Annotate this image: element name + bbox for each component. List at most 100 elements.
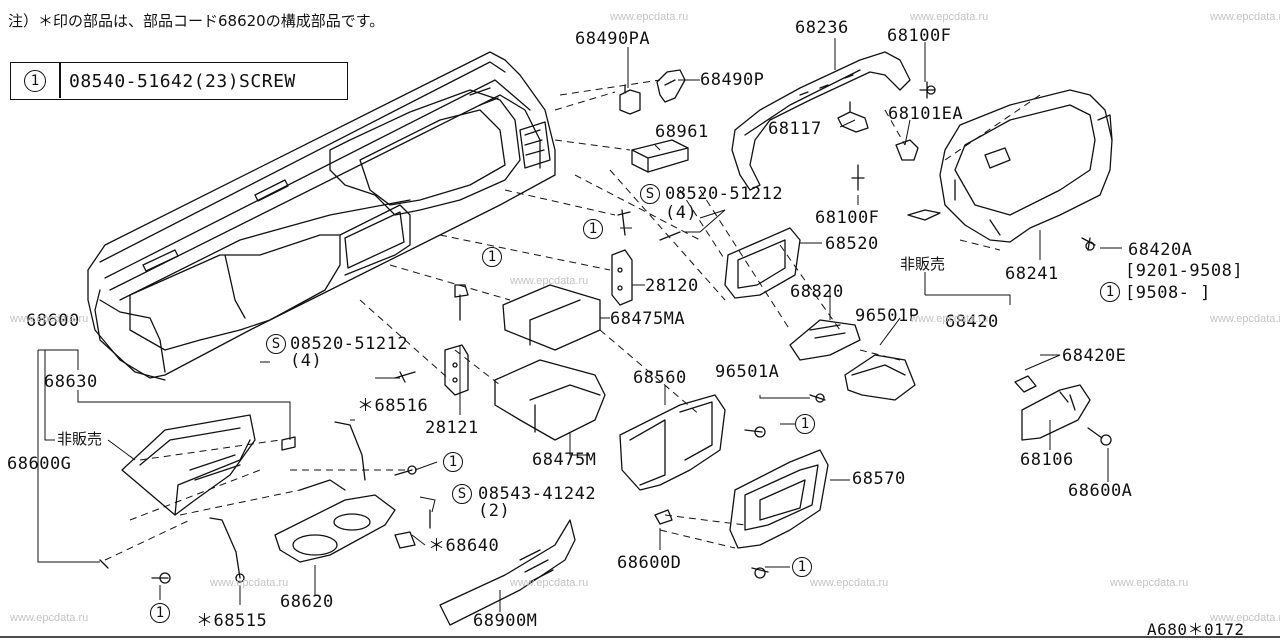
s-symbol-low: S [452, 484, 472, 504]
label-68420A: 68420A [1128, 240, 1193, 260]
instrument-panel-pad [87, 51, 556, 381]
label-68490P: 68490P [700, 70, 765, 90]
label-68600G: 68600G [7, 454, 72, 474]
label-68117: 68117 [768, 119, 822, 139]
circle-1-d: 1 [443, 452, 463, 472]
label-68570: 68570 [852, 469, 906, 489]
bracket-68117 [837, 101, 869, 133]
screw-68560 [744, 426, 766, 438]
label-68475MA: 68475MA [610, 309, 686, 329]
watermark: www.epcdata.ru [10, 313, 89, 325]
box-68475M [494, 359, 606, 441]
label-68236: 68236 [795, 18, 849, 38]
label-28120: 28120 [645, 276, 699, 296]
watermark: www.epcdata.ru [610, 11, 689, 23]
lid-68620 [274, 479, 396, 563]
label-68600D: 68600D [617, 553, 682, 573]
label-68820: 68820 [790, 282, 844, 302]
watermark: www.epcdata.ru [910, 11, 989, 23]
label-qty-4-top: (4) [665, 203, 698, 223]
screw-glovebox [99, 559, 171, 584]
label-qty-2: (2) [478, 501, 511, 521]
watermark: www.epcdata.ru [210, 577, 289, 589]
strap-68516 [334, 421, 366, 481]
clip-68490PA [619, 84, 641, 115]
watermark: www.epcdata.ru [510, 275, 589, 287]
label-28121: 28121 [425, 418, 479, 438]
strap-68515 [209, 517, 245, 583]
label-08520-mid: 08520-51212 [290, 334, 409, 354]
label-non-sale-right: 非販売 [900, 255, 946, 273]
label-08543: 08543-41242 [478, 484, 597, 504]
label-68630: 68630 [44, 372, 98, 392]
clip-68600D [654, 509, 673, 525]
screw-top [617, 209, 681, 241]
screw-68640 [394, 509, 431, 549]
note-text: 注）＊印の部品は、部品コード68620の構成部品です。 [8, 12, 385, 30]
watermark: www.epcdata.ru [1210, 313, 1280, 325]
label-68600: 68600 [26, 311, 80, 331]
bracket-28121 [444, 344, 469, 396]
screw-68100F-bot [851, 164, 865, 191]
s-symbol-top: S [640, 184, 660, 204]
label-68516: ＊68516 [357, 396, 429, 416]
legend-divider [59, 63, 61, 98]
circle-1-c: 1 [795, 414, 815, 434]
label-68600A: 68600A [1068, 481, 1133, 501]
leader-lines [37, 38, 1122, 612]
label-68241: 68241 [1005, 264, 1059, 284]
finisher-68236 [731, 51, 911, 191]
watermark: www.epcdata.ru [1110, 577, 1189, 589]
screw-96501A [809, 393, 826, 403]
clip-68101EA [895, 139, 919, 161]
box-68475MA [502, 284, 601, 351]
label-68100F-bot: 68100F [815, 208, 880, 228]
label-68106: 68106 [1020, 450, 1074, 470]
footer-code: A680＊0172 [1147, 620, 1245, 639]
watermark: www.epcdata.ru [810, 577, 889, 589]
watermark: www.epcdata.ru [910, 313, 989, 325]
glove-box-68600 [121, 414, 256, 516]
circle-1-range: 1 [1100, 282, 1120, 302]
watermark: www.epcdata.ru [10, 612, 89, 624]
label-68515: ＊68515 [196, 611, 268, 631]
label-68101EA: 68101EA [888, 104, 964, 124]
legend-box: 1 08540-51642(23)SCREW [10, 62, 348, 100]
label-96501A: 96501A [715, 362, 780, 382]
label-non-sale-left: 非販売 [57, 430, 103, 448]
circle-1-b: 1 [482, 247, 502, 267]
circle-1-a: 1 [583, 219, 603, 239]
label-68420: 68420 [945, 312, 999, 332]
watermark: www.epcdata.ru [1210, 612, 1280, 624]
legend-text: 08540-51642(23)SCREW [69, 71, 296, 92]
label-range-9201-9508: [9201-9508] [1125, 261, 1244, 281]
label-68100F-top: 68100F [887, 26, 952, 46]
switch-68106 [1021, 384, 1091, 441]
legend-symbol: 1 [24, 70, 46, 92]
box-68961 [631, 139, 689, 173]
box-96501P [844, 354, 916, 401]
watermark: www.epcdata.ru [1210, 11, 1280, 23]
label-68490PA: 68490PA [575, 29, 651, 49]
label-68900M: 68900M [473, 611, 538, 631]
label-68640: ＊68640 [428, 536, 500, 556]
screw-68600A [1087, 427, 1112, 446]
label-68520: 68520 [825, 234, 879, 254]
pad-non-sale [907, 209, 941, 221]
label-68620: 68620 [280, 592, 334, 612]
panel-68820 [789, 319, 861, 361]
screw-68100F-top [919, 81, 936, 99]
panel-68900M [439, 519, 576, 626]
label-68961: 68961 [655, 122, 709, 142]
label-68475M: 68475M [532, 450, 597, 470]
bracket-28120 [611, 249, 633, 306]
label-08520-top: 08520-51212 [665, 184, 784, 204]
circle-1-e: 1 [792, 557, 812, 577]
frame-68560 [619, 394, 726, 491]
s-symbol-mid: S [266, 334, 286, 354]
label-qty-4-mid: (4) [290, 351, 323, 371]
bezel-68520 [724, 227, 801, 299]
label-range-9508: [9508- ] [1125, 283, 1211, 303]
label-68560: 68560 [633, 368, 687, 388]
